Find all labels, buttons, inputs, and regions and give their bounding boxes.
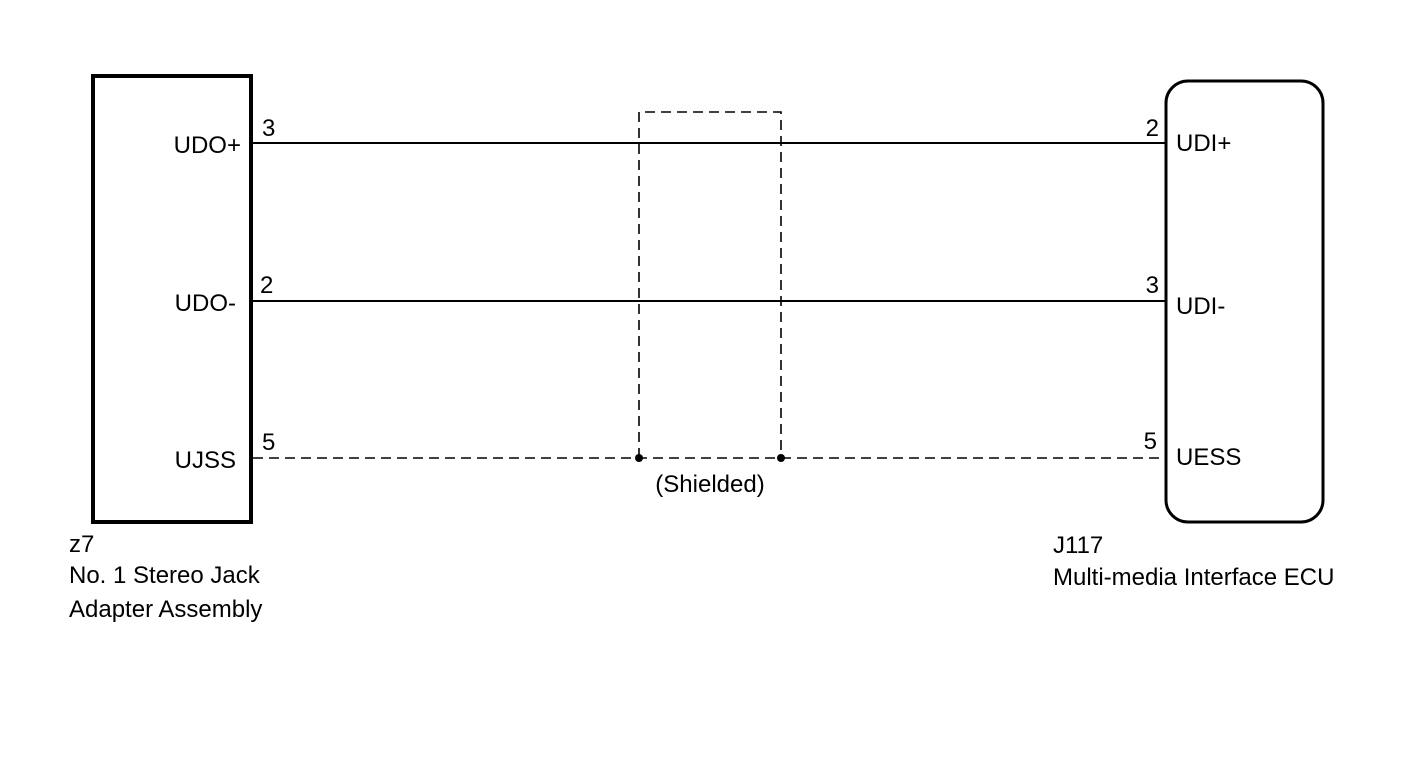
- left-pin-label-ujss: UJSS: [175, 447, 236, 474]
- shield-junction-dot-left: [635, 454, 643, 462]
- right-pin-number-udi-minus: 3: [1146, 272, 1159, 299]
- shield-junction-dot-right: [777, 454, 785, 462]
- left-component-name-line2: Adapter Assembly: [69, 596, 262, 623]
- left-pin-number-ujss: 5: [262, 429, 275, 456]
- right-pin-label-uess: UESS: [1176, 444, 1241, 471]
- left-component-box: [91, 74, 253, 524]
- left-pin-number-udo-plus: 3: [262, 115, 275, 142]
- right-pin-number-uess: 5: [1144, 428, 1157, 455]
- right-pin-label-udi-plus: UDI+: [1176, 130, 1231, 157]
- right-pin-number-udi-plus: 2: [1146, 115, 1159, 142]
- left-pin-number-udo-minus: 2: [260, 272, 273, 299]
- left-pin-label-udo-plus: UDO+: [174, 132, 241, 159]
- left-component-code: z7: [69, 531, 94, 558]
- right-pin-label-udi-minus: UDI-: [1176, 293, 1225, 320]
- shield-outline: [638, 111, 782, 458]
- right-component-name-line1: Multi-media Interface ECU: [1053, 564, 1334, 591]
- left-pin-label-udo-minus: UDO-: [175, 290, 236, 317]
- left-component-name-line1: No. 1 Stereo Jack: [69, 562, 261, 589]
- right-component-code: J117: [1053, 532, 1103, 559]
- shield-label: (Shielded): [655, 471, 764, 498]
